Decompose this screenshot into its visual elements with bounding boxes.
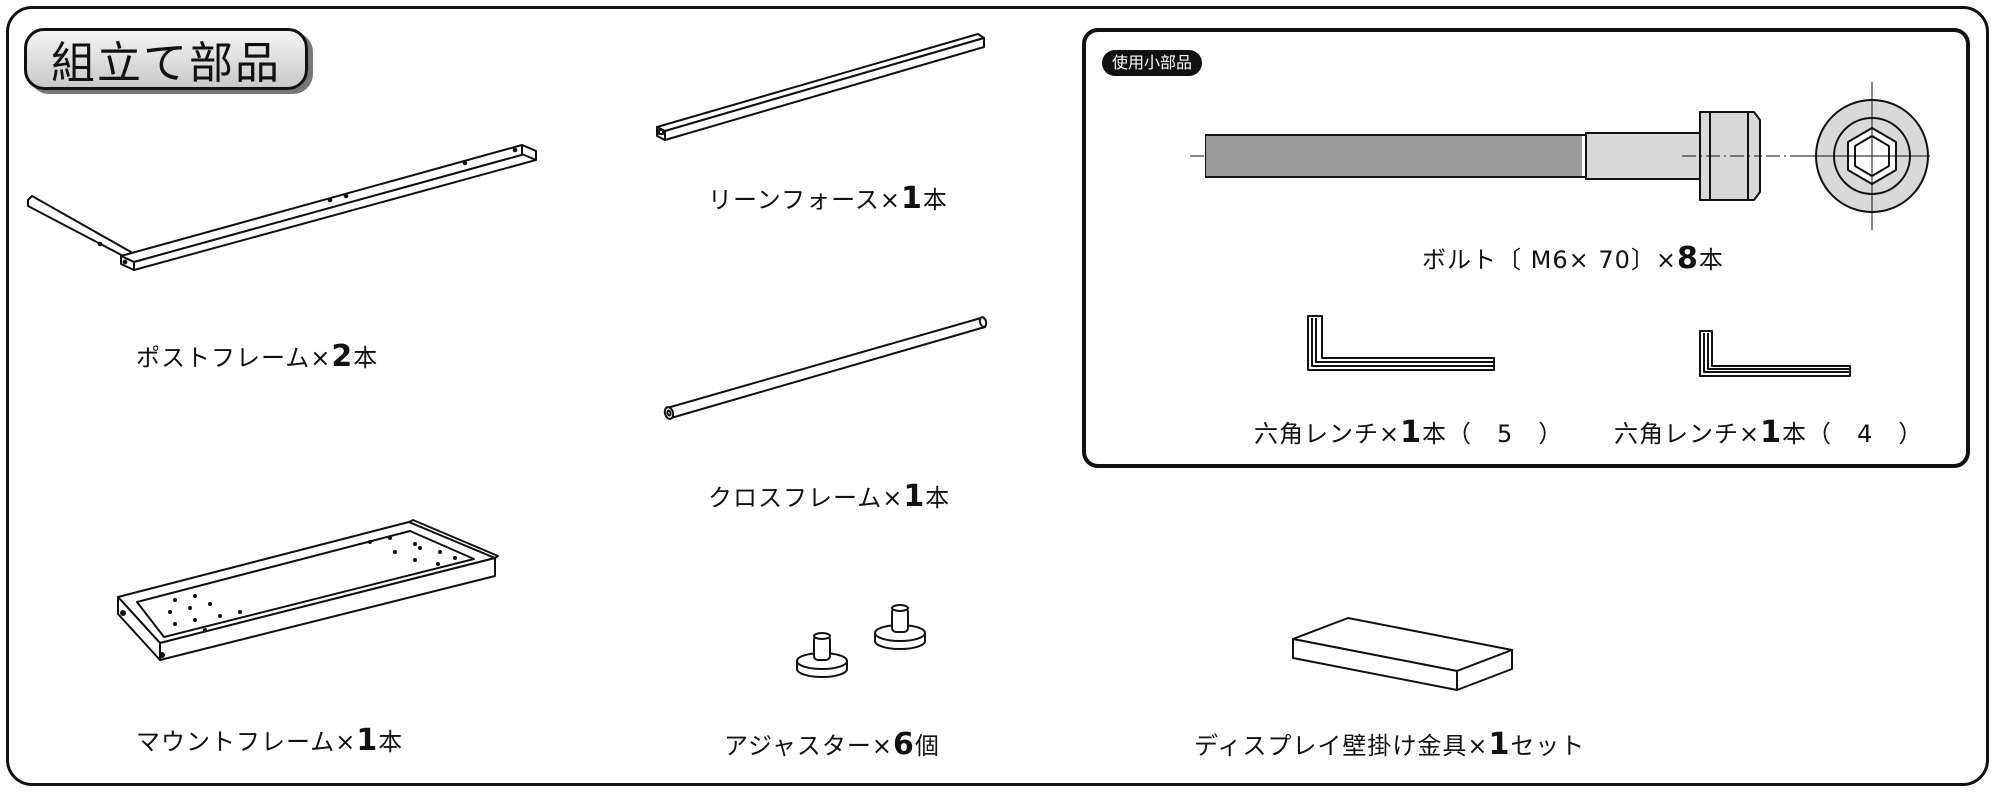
mount-frame-drawing [117,519,499,661]
cross-frame-label: クロスフレーム×1本 [708,479,951,514]
post-frame-drawing [27,144,537,271]
lean-force-drawing [656,33,985,141]
adjuster-label: アジャスター×6個 [724,727,940,762]
hex-wrench-5-drawing [1307,315,1495,371]
cross-frame-drawing [663,316,988,420]
post-frame-label: ポストフレーム×2本 [136,339,379,374]
bracket-drawing [1292,617,1513,691]
hex-wrench-4-label: 六角レンチ×1本（ 4 ） [1614,415,1924,450]
page-title: 組立て部品 [24,28,308,90]
bracket-label: ディスプレイ壁掛け金具×1セット [1194,727,1586,762]
bolt-drawing [1190,82,1930,230]
small-parts-badge: 使用小部品 [1102,50,1203,76]
hex-wrench-5-label: 六角レンチ×1本（ 5 ） [1254,415,1564,450]
hex-wrench-4-drawing [1699,330,1851,377]
small-parts-panel [1082,28,1970,468]
mount-frame-label: マウントフレーム×1本 [136,723,404,758]
bolt-label: ボルト〔 M6× 70〕×8本 [1422,241,1724,276]
outer-frame [6,6,1989,786]
page-title-text: 組立て部品 [51,38,281,89]
lean-force-label: リーンフォース×1本 [708,181,948,216]
adjuster-drawing [796,604,926,678]
